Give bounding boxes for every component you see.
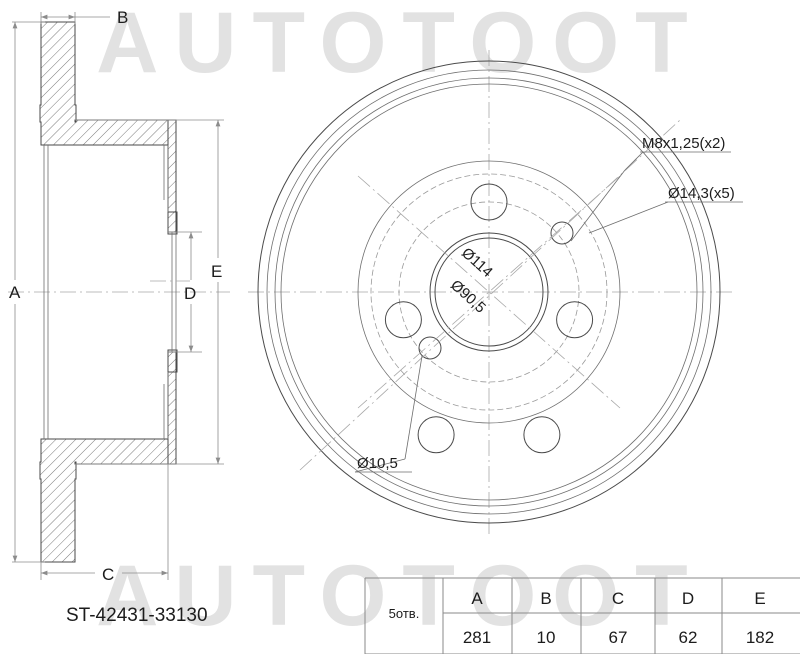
construction-diagonals <box>299 119 681 471</box>
lug-hole <box>556 301 594 339</box>
smallhole-leader-shelf-d <box>354 458 406 473</box>
table-value-b: 10 <box>537 628 556 647</box>
table-header-a: A <box>471 589 483 608</box>
disc-friction-ring-3 <box>280 83 698 501</box>
thread-hole <box>550 221 574 245</box>
table-value-c: 67 <box>609 628 628 647</box>
watermark-bottom: AUTOTOOT <box>96 548 703 644</box>
watermark-bottom-text: AUTOTOOT <box>96 548 703 644</box>
diag-line-2 <box>357 175 621 409</box>
dim-d-label: D <box>184 284 196 303</box>
dimension-d: D <box>168 231 202 353</box>
part-number-label: ST-42431-33130 <box>66 605 208 626</box>
smallhole-leader-line <box>404 355 423 460</box>
lug-hole <box>384 301 422 339</box>
table-header-c: C <box>612 589 624 608</box>
bolt-circle-label: Ø114 <box>458 244 496 280</box>
annotation-thread: M8x1,25(x2) <box>570 135 731 242</box>
dim-c-label: C <box>102 565 114 584</box>
table-header-d: D <box>682 589 694 608</box>
diag-line-3 <box>299 119 681 471</box>
thread-hole <box>418 336 442 360</box>
center-bore-outer <box>429 232 549 352</box>
center-bore-inner <box>434 237 544 347</box>
front-view: M8x1,25(x2) Ø14,3(x5) Ø10,5 Ø114 Ø9 <box>248 50 743 535</box>
annotation-small-hole: Ø10,5 <box>354 355 423 473</box>
disc-hat-ring-hidden <box>370 173 608 411</box>
section-lower-flange <box>39 438 169 563</box>
dim-e-label: E <box>211 262 222 281</box>
section-lower-notch <box>167 349 178 373</box>
table-value-e: 182 <box>746 628 774 647</box>
dimension-e: E <box>75 119 224 465</box>
annotation-bolt-hole: Ø14,3(x5) <box>588 185 743 234</box>
bolt-circle-construction <box>398 201 580 383</box>
dim-a-label: A <box>9 283 21 302</box>
dim-b-label: B <box>117 8 128 27</box>
cross-section-view: B A C <box>8 8 230 584</box>
section-upper-notch <box>167 211 178 235</box>
disc-friction-ring-1 <box>266 69 712 515</box>
spec-table: 5отв. A B C D E 281 10 67 62 182 <box>364 577 800 654</box>
small-hole-label: Ø10,5 <box>357 455 398 472</box>
lug-hole-group <box>384 183 594 454</box>
disc-outer-circle <box>257 60 721 524</box>
watermark-top: AUTOTOOT <box>96 0 703 91</box>
disc-hat-ring-outer <box>357 160 621 424</box>
lug-hole <box>523 416 561 454</box>
disc-friction-ring-2 <box>274 77 704 507</box>
dimension-a: A <box>9 21 45 563</box>
table-value-a: 281 <box>463 628 491 647</box>
table-value-d: 62 <box>679 628 698 647</box>
table-row-label: 5отв. <box>389 606 420 621</box>
section-upper-ring-outer <box>167 119 177 233</box>
lug-hole <box>417 416 455 454</box>
dimension-c: C <box>40 464 169 584</box>
thread-label: M8x1,25(x2) <box>642 135 725 152</box>
annotation-bolt-circle: Ø114 <box>458 244 496 280</box>
thread-leader-line-2 <box>624 151 644 171</box>
lug-hole <box>470 183 508 221</box>
thread-leader-line <box>570 169 626 242</box>
diag-line-1 <box>357 175 621 409</box>
table-header-e: E <box>754 589 765 608</box>
bolt-hole-label: Ø14,3(x5) <box>668 185 735 202</box>
thread-hole-group <box>418 221 574 360</box>
table-header-b: B <box>540 589 551 608</box>
section-lower-ring-outer <box>167 351 177 465</box>
bolthole-leader-line <box>588 201 669 234</box>
watermark-top-text: AUTOTOOT <box>96 0 703 91</box>
